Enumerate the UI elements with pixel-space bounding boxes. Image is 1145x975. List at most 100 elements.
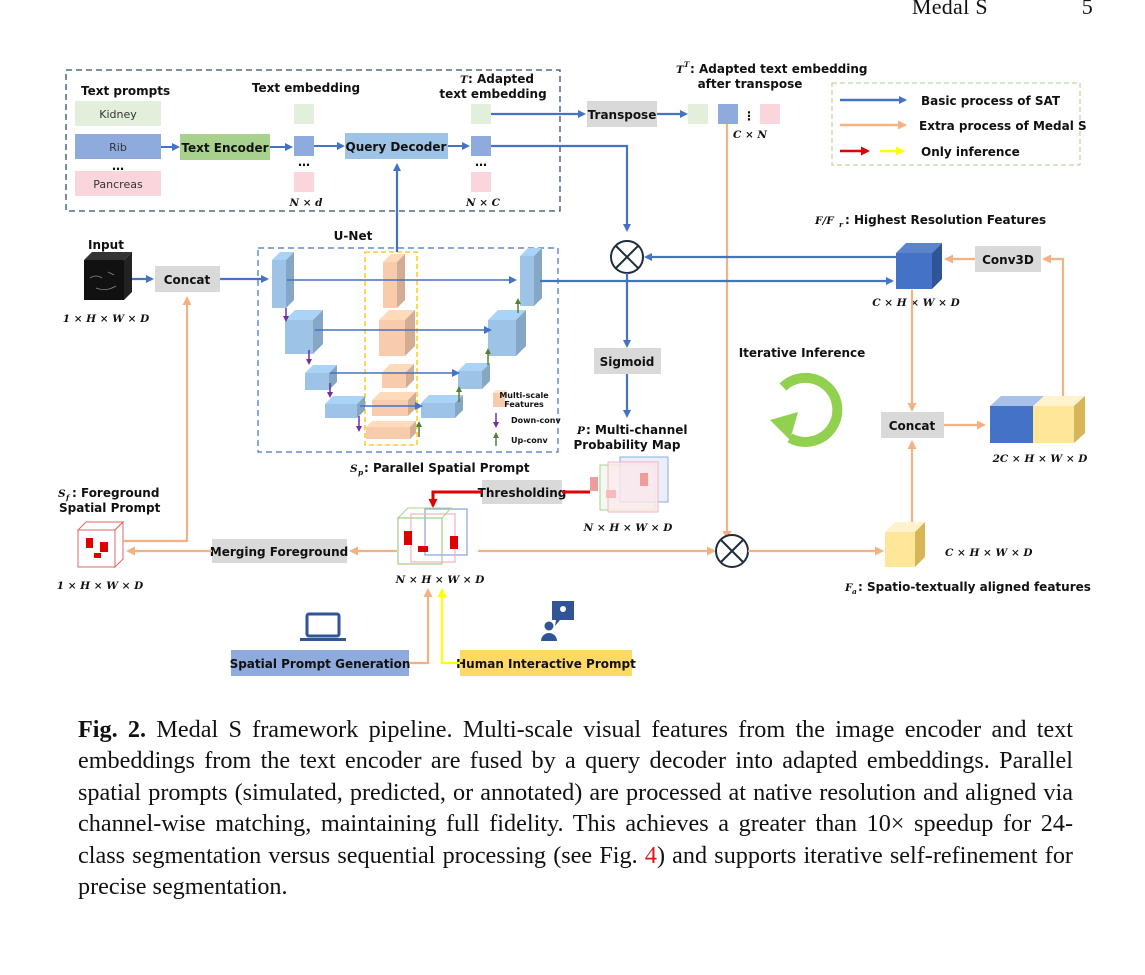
svg-text:Concat: Concat bbox=[164, 273, 211, 287]
svg-text:⋮: ⋮ bbox=[743, 109, 755, 123]
human-interactive-prompt-box: Human Interactive Prompt bbox=[456, 650, 636, 676]
svg-text:Text Encoder: Text Encoder bbox=[181, 141, 268, 155]
feature-block-2 bbox=[379, 310, 415, 356]
multiply-node-top bbox=[610, 240, 644, 274]
iterative-inference-label: Iterative Inference bbox=[739, 346, 866, 360]
text-encoder-panel: Text prompts Kidney Rib … Pancreas Text … bbox=[65, 69, 561, 212]
legend-extra-label: Extra process of Medal S bbox=[919, 119, 1087, 133]
svg-text:after transpose: after transpose bbox=[698, 77, 803, 91]
framework-diagram: Text prompts Kidney Rib … Pancreas Text … bbox=[57, 60, 1091, 676]
page-number: 5 bbox=[1081, 0, 1093, 19]
unet-caption: : Parallel Spatial Prompt bbox=[364, 461, 530, 475]
foreground-dim: 1 × H × W × D bbox=[57, 580, 144, 592]
foreground-symbol: S bbox=[58, 488, 66, 500]
unet-caption-symbol: S bbox=[350, 463, 358, 475]
svg-text:T: T bbox=[684, 60, 690, 69]
svg-text:Concat: Concat bbox=[889, 419, 936, 433]
text-encoder-box: Text Encoder bbox=[180, 134, 270, 160]
legend: Basic process of SAT Extra process of Me… bbox=[831, 82, 1087, 166]
unet-legend: Multi-scale Features Down-conv Up-conv bbox=[493, 390, 561, 446]
caption-label: Fig. 2. bbox=[78, 716, 147, 743]
decoder-block-4 bbox=[421, 395, 463, 418]
adapted-embedding-symbol: T bbox=[460, 74, 469, 86]
text-embedding-dim: N × d bbox=[288, 197, 323, 209]
prob-map-symbol: P bbox=[576, 425, 586, 437]
input-dim: 1 × H × W × D bbox=[63, 313, 150, 325]
svg-text:…: … bbox=[298, 155, 310, 169]
svg-text:Probability Map: Probability Map bbox=[574, 438, 681, 452]
highest-res-symbol: F/F bbox=[814, 215, 835, 227]
thresholding-box: Thresholding bbox=[478, 480, 567, 504]
foreground-heading: : Foreground bbox=[72, 486, 159, 500]
svg-text:Transpose: Transpose bbox=[588, 108, 657, 122]
aligned-features-cube bbox=[885, 522, 925, 567]
transposed-dim: C × N bbox=[733, 129, 767, 141]
multi-prompt-volume bbox=[396, 507, 468, 565]
input-volume bbox=[84, 252, 132, 300]
svg-text:r: r bbox=[839, 220, 844, 229]
encoder-block-2 bbox=[285, 310, 323, 354]
prompt-pancreas: Pancreas bbox=[75, 171, 161, 196]
svg-text:Features: Features bbox=[504, 400, 544, 409]
concat-dim: 2C × H × W × D bbox=[992, 453, 1089, 465]
encoder-block-3 bbox=[305, 365, 337, 390]
feature-block-4 bbox=[372, 392, 416, 416]
figure-reference-link[interactable]: 4 bbox=[644, 841, 657, 869]
figure-caption: Fig. 2. Medal S framework pipeline. Mult… bbox=[78, 714, 1073, 902]
caption-text-end: ) and supports iterative self-refinement… bbox=[78, 841, 1073, 901]
transposed-rib bbox=[718, 104, 738, 124]
svg-text:Query Decoder: Query Decoder bbox=[346, 140, 447, 154]
concat-left-box: Concat bbox=[155, 266, 220, 292]
laptop-icon bbox=[300, 612, 346, 641]
adapted-embedding-heading: : Adapted bbox=[468, 72, 534, 86]
feature-block-3 bbox=[382, 364, 414, 388]
svg-text:…: … bbox=[475, 155, 487, 169]
svg-text:Multi-scale: Multi-scale bbox=[499, 391, 549, 400]
encoder-block-4 bbox=[325, 396, 365, 418]
svg-text:a: a bbox=[852, 587, 857, 596]
transposed-kidney bbox=[688, 104, 708, 124]
adapted-kidney bbox=[471, 104, 491, 124]
feature-block-1 bbox=[383, 254, 405, 308]
running-head: Medal S 5 bbox=[912, 0, 1093, 20]
adapted-pancreas bbox=[471, 172, 491, 192]
multiply-node-bottom bbox=[715, 534, 749, 568]
svg-text:text embedding: text embedding bbox=[439, 87, 546, 101]
legend-basic-label: Basic process of SAT bbox=[921, 94, 1061, 108]
concat-right-box: Concat bbox=[881, 412, 944, 438]
running-head-title: Medal S bbox=[911, 0, 988, 19]
prompt-rib: Rib bbox=[75, 134, 161, 159]
transposed-pancreas bbox=[760, 104, 780, 124]
decoder-block-3 bbox=[458, 363, 490, 389]
aligned-features-symbol: F bbox=[844, 582, 854, 594]
parallel-prompt-highlight bbox=[364, 251, 418, 446]
svg-text:Thresholding: Thresholding bbox=[478, 486, 567, 500]
foreground-volume bbox=[76, 520, 125, 569]
svg-text:Spatial Prompt: Spatial Prompt bbox=[59, 501, 161, 515]
feature-block-5 bbox=[366, 421, 416, 439]
prompt-ellipsis: … bbox=[112, 159, 124, 173]
embedding-pancreas bbox=[294, 172, 314, 192]
transposed-heading: : Adapted text embedding bbox=[690, 62, 868, 76]
svg-text:Conv3D: Conv3D bbox=[982, 253, 1034, 267]
multi-prompt-dim: N × H × W × D bbox=[395, 574, 486, 586]
prob-map-heading: : Multi-channel bbox=[586, 423, 688, 437]
svg-text:Up-conv: Up-conv bbox=[511, 436, 548, 445]
svg-text:Spatial Prompt Generation: Spatial Prompt Generation bbox=[230, 657, 411, 671]
user-idea-icon bbox=[541, 601, 574, 641]
transposed-symbol: T bbox=[676, 64, 685, 76]
merging-foreground-box: Merging Foreground bbox=[210, 539, 348, 563]
svg-text:f: f bbox=[65, 493, 71, 502]
concat-volume bbox=[990, 396, 1085, 443]
embedding-rib bbox=[294, 136, 314, 156]
legend-inference-label: Only inference bbox=[921, 145, 1020, 159]
aligned-features-dim: C × H × W × D bbox=[945, 547, 1033, 559]
highest-res-dim: C × H × W × D bbox=[872, 297, 960, 309]
adapted-rib bbox=[471, 136, 491, 156]
highest-res-cube bbox=[896, 243, 942, 289]
sigmoid-box: Sigmoid bbox=[594, 348, 661, 374]
decoder-block-2 bbox=[488, 310, 526, 356]
text-embedding-heading: Text embedding bbox=[252, 81, 360, 95]
svg-text:Merging Foreground: Merging Foreground bbox=[210, 545, 348, 559]
spatial-prompt-generation-box: Spatial Prompt Generation bbox=[230, 650, 411, 676]
